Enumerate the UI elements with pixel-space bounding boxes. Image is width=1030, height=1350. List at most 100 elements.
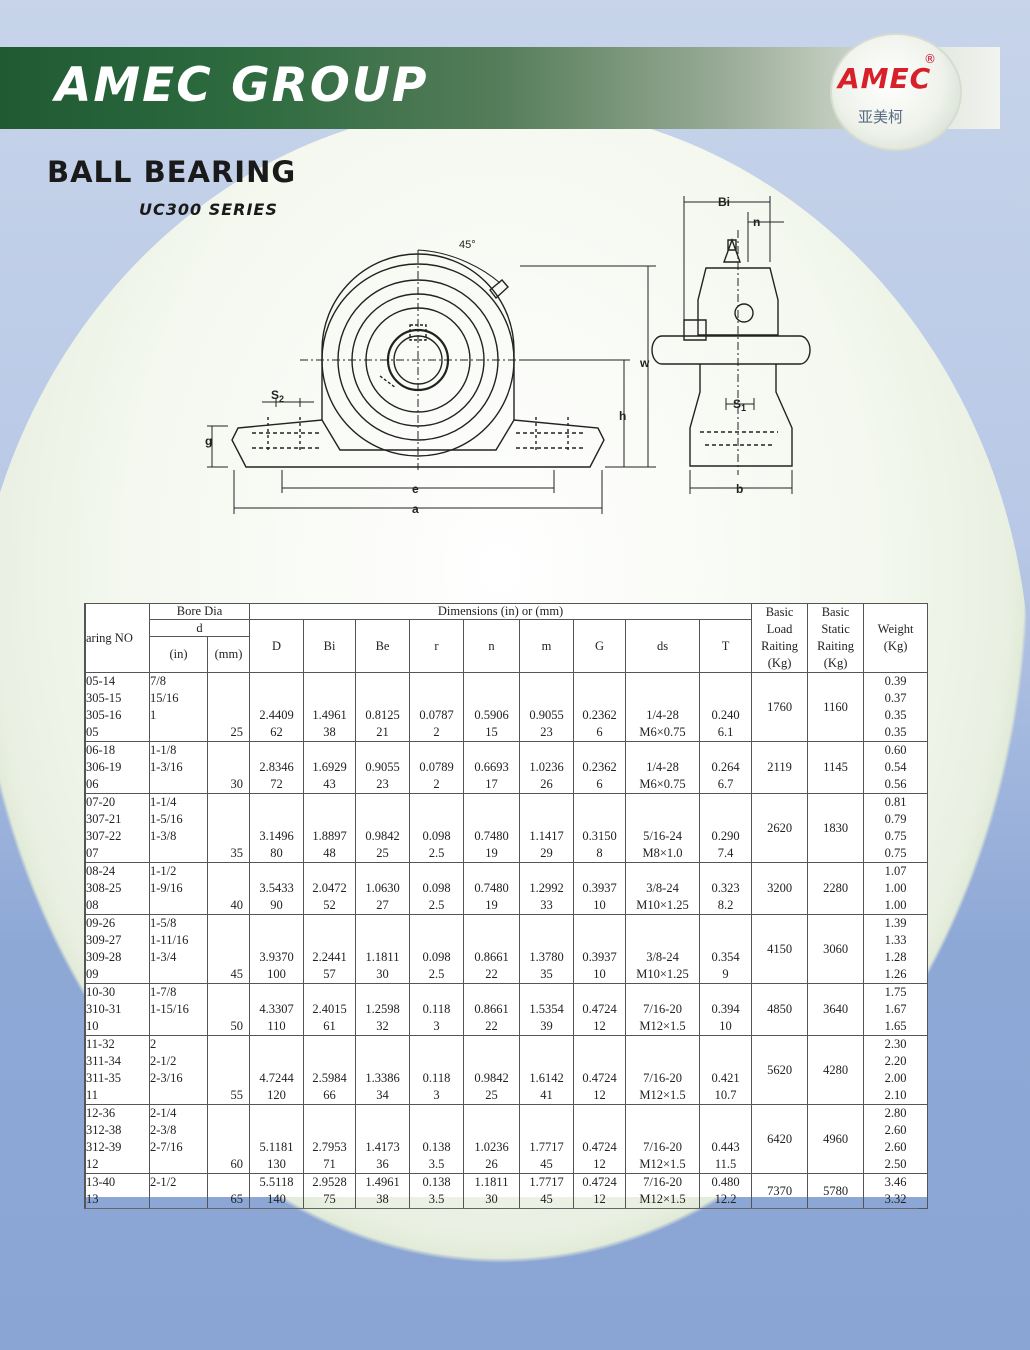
- cell-r: 0.098 2.5: [409, 862, 465, 915]
- cell-nos: 06-18 306-19 06: [85, 741, 150, 794]
- cell-ds: 7/16-20 M12×1.5: [625, 1104, 701, 1174]
- cell-nos: 08-24 308-25 08: [85, 862, 150, 915]
- cell-D: 3.9370 100: [249, 914, 305, 984]
- header-in: (in): [149, 636, 208, 673]
- cell-Bi: 1.8897 48: [303, 793, 357, 863]
- cell-r: 0.138 3.5: [409, 1173, 465, 1209]
- cell-n: 1.0236 26: [463, 1104, 521, 1174]
- cell-ds: 3/8-24 M10×1.25: [625, 862, 701, 915]
- header-col-Bi: Bi: [303, 619, 357, 673]
- h-label: h: [619, 409, 626, 423]
- cell-static: 3060: [807, 914, 865, 984]
- dimension-table: aring NO Bore Dia Dimensions (in) or (mm…: [85, 603, 929, 1209]
- cell-T: 0.480 12.2: [699, 1173, 753, 1209]
- cell-T: 0.394 10: [699, 983, 753, 1036]
- cell-ds: 1/4-28 M6×0.75: [625, 672, 701, 742]
- cell-G: 0.3150 8: [573, 793, 627, 863]
- n-label: n: [753, 215, 760, 229]
- cell-T: 0.264 6.7: [699, 741, 753, 794]
- cell-m: 0.9055 23: [519, 672, 575, 742]
- cell-D: 4.7244 120: [249, 1035, 305, 1105]
- header-basic-static: Basic Static Raiting (Kg): [807, 603, 865, 673]
- cell-ds: 7/16-20 M12×1.5: [625, 983, 701, 1036]
- cell-load: 2119: [751, 741, 809, 794]
- cell-static: 1160: [807, 672, 865, 742]
- cell-n: 0.6693 17: [463, 741, 521, 794]
- cell-ds: 7/16-20 M12×1.5: [625, 1035, 701, 1105]
- cell-m: 1.0236 26: [519, 741, 575, 794]
- cell-inch: 7/8 15/16 1: [149, 672, 208, 742]
- header-col-n: n: [463, 619, 521, 673]
- cell-Bi: 2.2441 57: [303, 914, 357, 984]
- cell-ds: 7/16-20 M12×1.5: [625, 1173, 701, 1209]
- header-col-ds: ds: [625, 619, 701, 673]
- cell-G: 0.4724 12: [573, 1035, 627, 1105]
- a-label: a: [412, 502, 419, 516]
- cell-mm: 40: [206, 862, 251, 915]
- cell-static: 3640: [807, 983, 865, 1036]
- header-mm: (mm): [206, 636, 251, 673]
- cell-mm: 55: [206, 1035, 251, 1105]
- cell-D: 5.1181 130: [249, 1104, 305, 1174]
- cell-D: 5.5118 140: [249, 1173, 305, 1209]
- cell-m: 1.3780 35: [519, 914, 575, 984]
- cell-static: 4960: [807, 1104, 865, 1174]
- header-basic-load: Basic Load Raiting (Kg): [751, 603, 809, 673]
- front-view: 45° S2 g w h e a: [205, 239, 656, 516]
- cell-weight: 0.60 0.54 0.56: [863, 741, 929, 794]
- cell-G: 0.4724 12: [573, 983, 627, 1036]
- cell-static: 5780: [807, 1173, 865, 1209]
- table-left-border: [84, 603, 85, 1209]
- cell-load: 1760: [751, 672, 809, 742]
- cell-D: 3.1496 80: [249, 793, 305, 863]
- cell-inch: 2-1/4 2-3/8 2-7/16: [149, 1104, 208, 1174]
- cell-Bi: 2.7953 71: [303, 1104, 357, 1174]
- cell-Be: 1.3386 34: [355, 1035, 411, 1105]
- header-d: d: [148, 619, 251, 637]
- amec-logo: [830, 33, 962, 151]
- cell-weight: 1.75 1.67 1.65: [863, 983, 929, 1036]
- cell-Bi: 2.0472 52: [303, 862, 357, 915]
- cell-ds: 1/4-28 M6×0.75: [625, 741, 701, 794]
- cell-Bi: 2.4015 61: [303, 983, 357, 1036]
- cell-static: 1145: [807, 741, 865, 794]
- cell-n: 0.7480 19: [463, 862, 521, 915]
- cell-m: 1.6142 41: [519, 1035, 575, 1105]
- bi-label: Bi: [718, 195, 730, 209]
- cell-mm: 60: [206, 1104, 251, 1174]
- cell-nos: 12-36 312-38 312-39 12: [85, 1104, 150, 1174]
- cell-r: 0.098 2.5: [409, 793, 465, 863]
- cell-nos: 07-20 307-21 307-22 07: [85, 793, 150, 863]
- cell-G: 0.4724 12: [573, 1173, 627, 1209]
- logo-text: AMEC: [838, 62, 932, 95]
- cell-D: 2.8346 72: [249, 741, 305, 794]
- cell-nos: 10-30 310-31 10: [85, 983, 150, 1036]
- cell-T: 0.443 11.5: [699, 1104, 753, 1174]
- cell-load: 7370: [751, 1173, 809, 1209]
- cell-inch: 1-1/4 1-5/16 1-3/8: [149, 793, 208, 863]
- cell-weight: 3.46 3.32: [863, 1173, 929, 1209]
- cell-Bi: 2.5984 66: [303, 1035, 357, 1105]
- bearing-technical-drawing: 45° S2 g w h e a S1 Bi n b: [205, 195, 811, 516]
- table-bottom-rule: [85, 1208, 918, 1209]
- cell-T: 0.354 9: [699, 914, 753, 984]
- cell-G: 0.3937 10: [573, 862, 627, 915]
- cell-nos: 09-26 309-27 309-28 09: [85, 914, 150, 984]
- cell-Be: 1.4961 38: [355, 1173, 411, 1209]
- cell-load: 2620: [751, 793, 809, 863]
- cell-mm: 30: [206, 741, 251, 794]
- company-name: AMEC GROUP: [55, 58, 429, 113]
- cell-Be: 1.2598 32: [355, 983, 411, 1036]
- cell-Bi: 1.6929 43: [303, 741, 357, 794]
- cell-mm: 45: [206, 914, 251, 984]
- b-label: b: [736, 482, 743, 496]
- cell-mm: 65: [206, 1173, 251, 1209]
- cell-r: 0.118 3: [409, 983, 465, 1036]
- header-col-D: D: [249, 619, 305, 673]
- header-col-m: m: [519, 619, 575, 673]
- logo-chinese-text: 亚美柯: [858, 108, 904, 126]
- cell-G: 0.2362 6: [573, 741, 627, 794]
- cell-Be: 1.0630 27: [355, 862, 411, 915]
